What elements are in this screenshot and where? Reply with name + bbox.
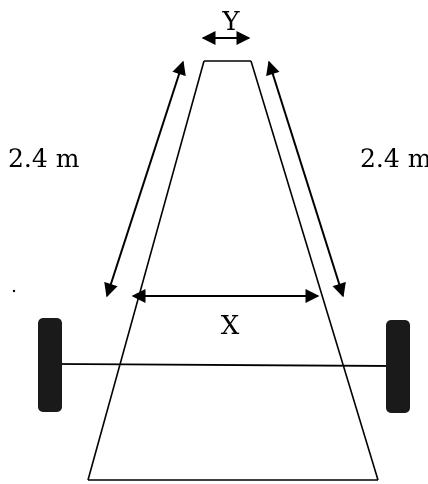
left-length-arrow — [104, 60, 186, 298]
right-wheel — [386, 320, 410, 413]
right-length-arrow — [266, 60, 346, 298]
left-wheel — [38, 318, 62, 412]
frame-left-leg — [87, 60, 205, 481]
axle-line — [61, 363, 391, 367]
crossbar-width-label: X — [221, 311, 240, 341]
top-width-label: Y — [221, 7, 240, 37]
stray-mark — [12, 289, 16, 293]
left-length-label: 2.4 m — [8, 144, 80, 173]
frame-right-leg — [250, 60, 379, 481]
right-length-label: 2.4 m — [360, 144, 428, 173]
